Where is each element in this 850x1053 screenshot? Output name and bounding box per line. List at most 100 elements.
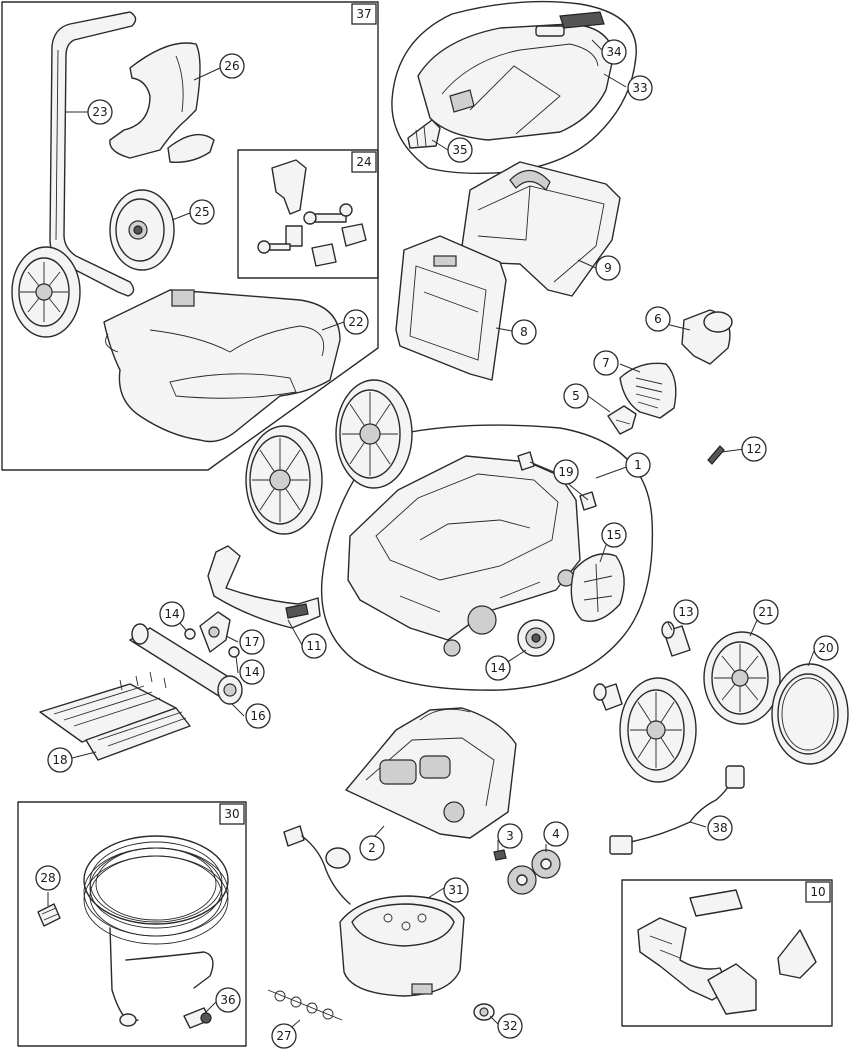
callout-38: 38: [707, 815, 733, 841]
callout-28: 28: [35, 865, 61, 891]
drive-wheel-upper-right: [335, 379, 413, 489]
caddy-grip: [109, 42, 215, 163]
callout-16: 16: [245, 703, 271, 729]
svg-text:13: 13: [678, 605, 693, 619]
callout-26: 26: [219, 53, 245, 79]
kit-10-parts: [637, 889, 817, 1015]
caddy-handle: [49, 11, 137, 297]
callout-25: 25: [189, 199, 215, 225]
bushing-14-left: [184, 628, 196, 640]
axle-left-lower: [593, 683, 623, 711]
callout-22: 22: [343, 309, 369, 335]
svg-text:30: 30: [224, 807, 239, 821]
svg-text:36: 36: [220, 993, 235, 1007]
caddy-wheel-left: [11, 246, 81, 338]
svg-text:38: 38: [712, 821, 727, 835]
svg-text:12: 12: [746, 442, 761, 456]
svg-text:22: 22: [348, 315, 363, 329]
svg-text:19: 19: [558, 465, 573, 479]
callout-27: 27: [271, 1023, 297, 1049]
callout-8: 8: [511, 319, 537, 345]
svg-text:2: 2: [368, 841, 376, 855]
callout-31: 31: [443, 877, 469, 903]
floating-cable-coil: [83, 835, 229, 1027]
callout-21: 21: [753, 599, 779, 625]
svg-text:24: 24: [356, 155, 371, 169]
axle-13: [661, 621, 691, 657]
callout-7: 7: [593, 350, 619, 376]
power-supply-31: [339, 895, 465, 997]
svg-text:23: 23: [92, 105, 107, 119]
side-cover-15: [570, 553, 625, 622]
svg-text:37: 37: [356, 7, 371, 21]
svg-text:1: 1: [634, 458, 642, 472]
callout-14-left: 14: [159, 601, 185, 627]
svg-text:27: 27: [276, 1029, 291, 1043]
cover-latch: [407, 119, 441, 149]
callout-4: 4: [543, 821, 569, 847]
callout-2: 2: [359, 835, 385, 861]
callout-12: 12: [741, 436, 767, 462]
main-body-outline: [320, 424, 654, 691]
kit-37-frame: 37: [1, 1, 379, 471]
svg-text:6: 6: [654, 312, 662, 326]
connector-32: [473, 1003, 495, 1021]
bumper-11: [207, 545, 321, 629]
callout-14-center: 14: [485, 655, 511, 681]
svg-text:5: 5: [572, 389, 580, 403]
callout-1: 1: [625, 452, 651, 478]
bushing-14-mid: [228, 646, 240, 658]
svg-text:4: 4: [552, 827, 560, 841]
svg-text:7: 7: [602, 356, 610, 370]
wheel-21: [703, 631, 781, 725]
svg-text:18: 18: [52, 753, 67, 767]
callout-9: 9: [595, 255, 621, 281]
gears-4: [507, 849, 561, 895]
svg-text:9: 9: [604, 261, 612, 275]
swivel-28: [37, 903, 61, 927]
brush-roller-16: [129, 623, 243, 705]
svg-text:31: 31: [448, 883, 463, 897]
callout-34: 34: [601, 39, 627, 65]
motor-assembly-2: [345, 707, 517, 839]
svg-text:11: 11: [306, 639, 321, 653]
svg-text:16: 16: [250, 709, 265, 723]
clip-12: [707, 445, 725, 465]
power-cord-plug: [283, 825, 351, 905]
callout-35: 35: [447, 137, 473, 163]
kit-24-frame: 24: [237, 149, 379, 279]
connector-36: [183, 1007, 212, 1029]
kit-10-label: 10: [805, 881, 831, 903]
kit-30-label: 30: [219, 803, 245, 825]
drive-wheel-upper-left: [245, 425, 323, 535]
svg-text:35: 35: [452, 143, 467, 157]
callout-11: 11: [301, 633, 327, 659]
svg-text:20: 20: [818, 641, 833, 655]
callout-17: 17: [239, 629, 265, 655]
callout-18: 18: [47, 747, 73, 773]
svg-text:33: 33: [632, 81, 647, 95]
callout-36: 36: [215, 987, 241, 1013]
springs-27: [267, 989, 343, 1021]
cable-38: [609, 765, 745, 855]
kit-10-frame: 10: [621, 879, 833, 1027]
svg-text:17: 17: [244, 635, 259, 649]
svg-text:21: 21: [758, 605, 773, 619]
swivel-part-6: [681, 309, 733, 365]
svg-text:25: 25: [194, 205, 209, 219]
caddy-wheel-25: [109, 189, 175, 271]
callout-33: 33: [627, 75, 653, 101]
callout-20: 20: [813, 635, 839, 661]
callout-19: 19: [553, 459, 579, 485]
top-cover: [417, 11, 615, 141]
tire-20: [771, 663, 849, 765]
caddy-base: [103, 289, 341, 443]
callout-23: 23: [87, 99, 113, 125]
svg-text:26: 26: [224, 59, 239, 73]
callout-5: 5: [563, 383, 589, 409]
svg-text:14: 14: [244, 665, 259, 679]
bracket-17: [199, 611, 231, 653]
callout-6: 6: [645, 306, 671, 332]
